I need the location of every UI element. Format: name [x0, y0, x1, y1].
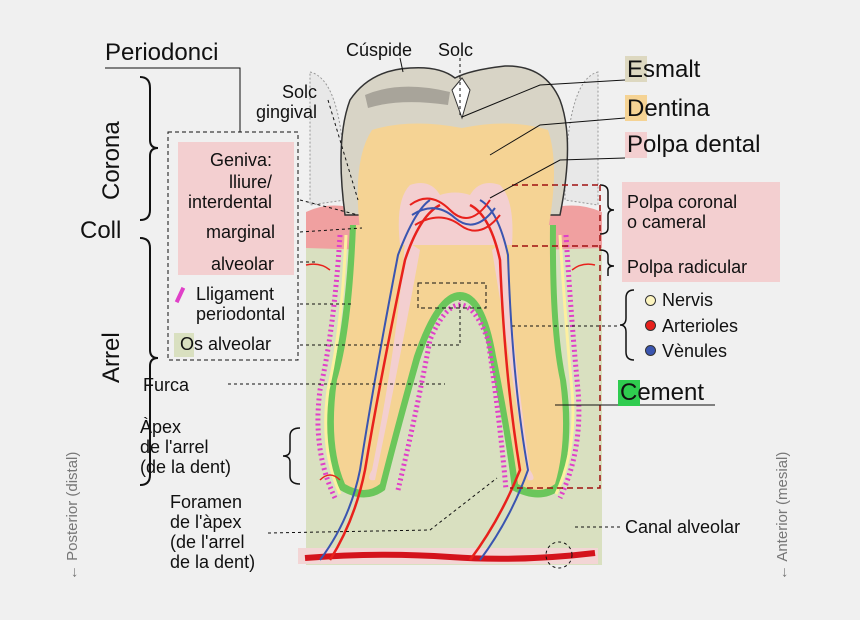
ligament-right [557, 234, 582, 500]
enamel-highlight [365, 86, 450, 108]
canal-marker [545, 541, 573, 569]
interdental-left [309, 71, 346, 206]
label-nervis: Nervis [662, 290, 714, 310]
polpa-legend-box [622, 182, 780, 282]
label-polpa-radicular: Polpa radicular [627, 257, 748, 277]
label-alveolar: alveolar [211, 254, 275, 274]
cement-swatch [618, 380, 640, 406]
artery-left [328, 203, 441, 561]
label-cuspide: Cúspide [346, 40, 413, 60]
vein-left [319, 199, 431, 561]
label-arterioles: Arterioles [662, 316, 739, 336]
pulp-vessel-tangle [409, 197, 501, 232]
label-venules: Vènules [662, 341, 728, 361]
nerve-left [324, 234, 348, 495]
esmalt-swatch [625, 56, 647, 82]
interdental-right [564, 71, 599, 206]
arterioles-dot [645, 320, 656, 331]
label-furca: Furca [143, 375, 190, 395]
label-periodonci: Periodonci [105, 39, 219, 66]
label-foramen: Foramen de l'àpex (de l'arrel de la dent… [170, 492, 256, 572]
furca-box [417, 282, 487, 309]
label-canal-alveolar: Canal alveolar [625, 517, 741, 537]
polpa-swatch [625, 132, 647, 158]
brace-vessels [619, 289, 635, 361]
artery-right [468, 203, 522, 561]
label-cement: Cement [620, 379, 705, 406]
label-arrel: Arrel [98, 332, 125, 383]
label-marginal: marginal [206, 222, 276, 242]
brace-corona [139, 76, 159, 221]
nerve-right [554, 234, 575, 495]
label-posterior: ← Posterior (distal) [64, 451, 81, 580]
vein-right [479, 199, 530, 561]
label-apex: Àpex de l'arrel (de la dent) [140, 417, 232, 477]
label-solc-gingival: Solc gingival [256, 82, 318, 122]
label-coll: Coll [80, 217, 122, 244]
geniva-box [178, 142, 294, 275]
brace-apex [282, 427, 301, 485]
venules-dot [645, 345, 656, 356]
os-swatch [174, 333, 194, 357]
nervis-dot [645, 295, 656, 306]
canal-artery [304, 550, 596, 562]
pulp-vein-tangle [411, 207, 496, 226]
solc-groove [451, 77, 471, 120]
dentina-swatch [625, 95, 647, 121]
ligament-left [315, 234, 343, 500]
label-anterior: ← Anterior (mesial) [774, 451, 791, 580]
label-esmalt: Esmalt [627, 56, 701, 83]
label-lligament: Lligament periodontal [196, 284, 286, 324]
label-polpa-coronal: Polpa coronal o cameral [627, 192, 738, 232]
periodonci-box [167, 131, 299, 361]
label-solc: Solc [438, 40, 474, 60]
label-lliure-interdental: lliure/ interdental [188, 172, 273, 212]
pulp-canal-left [369, 240, 420, 481]
label-os-alveolar: Os alveolar [180, 334, 272, 354]
bone-vessels [305, 263, 596, 481]
label-polpa-dental: Polpa dental [627, 131, 761, 158]
label-dentina: Dentina [627, 95, 710, 122]
brace-radicular [599, 249, 615, 276]
label-corona: Corona [98, 121, 125, 200]
brace-polpa [599, 184, 615, 235]
brace-arrel [139, 237, 159, 486]
polpa-markers [510, 184, 601, 489]
label-geniva: Geniva: [210, 150, 273, 170]
